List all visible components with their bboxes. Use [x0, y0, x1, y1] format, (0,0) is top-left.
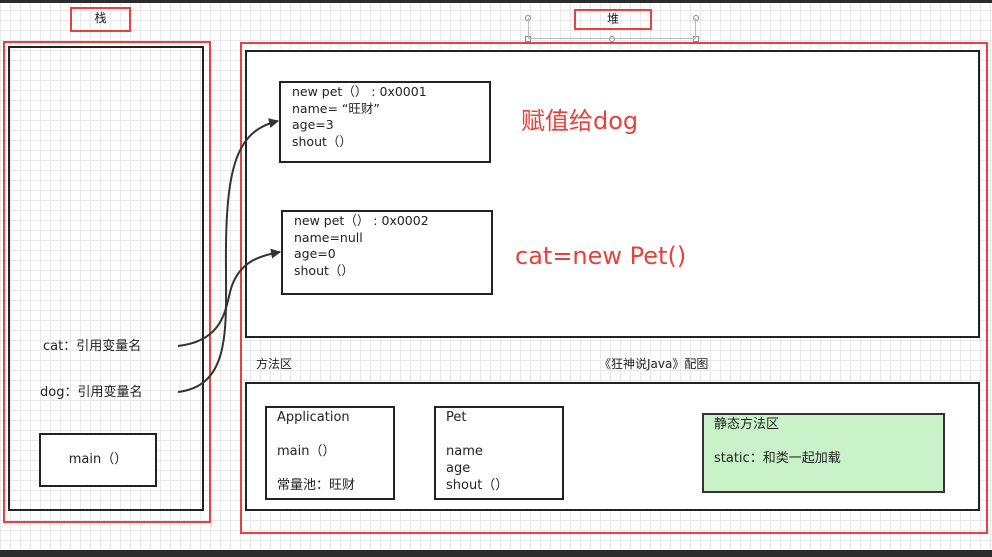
object-method-shout: shout（）	[294, 262, 354, 278]
object-field-age: age=0	[294, 246, 336, 261]
heap-title: 堆	[606, 12, 619, 26]
main-method-label: main（）	[68, 452, 128, 467]
class-field-name: name	[446, 444, 483, 459]
selection-handle	[693, 36, 699, 42]
selection-outline	[528, 18, 696, 39]
annotation-assign-to-dog: 赋值给dog	[521, 107, 639, 135]
selection-handle	[693, 15, 699, 21]
object-method-shout: shout（）	[292, 133, 352, 149]
dog-reference-label: dog：引用变量名	[40, 385, 143, 400]
object-field-name: name=null	[294, 229, 363, 245]
stack-title: 栈	[94, 11, 107, 25]
main-method-frame	[39, 433, 157, 487]
stack-frame	[8, 46, 204, 511]
bottom-edge	[0, 550, 992, 557]
class-name: Application	[277, 410, 350, 425]
pet-object-0x0002: new pet（） : 0x0002 name=null age=0 shout…	[281, 210, 493, 295]
class-application: Application main（） 常量池：旺财	[265, 406, 395, 500]
top-edge	[0, 0, 992, 3]
constant-pool: 常量池：旺财	[277, 478, 356, 493]
stack-region	[3, 41, 211, 523]
class-method-shout: shout（）	[446, 478, 509, 493]
class-method-main: main（）	[277, 444, 336, 459]
class-field-age: age	[446, 461, 471, 476]
diagram-caption: 《狂神说Java》配图	[599, 357, 709, 371]
cat-reference-label: cat：引用变量名	[43, 339, 142, 354]
static-area-title: 静态方法区	[714, 417, 780, 432]
object-field-name: name= “旺财”	[292, 100, 380, 116]
selection-handle	[609, 36, 615, 42]
heap-title-box	[574, 9, 652, 30]
method-area-title: 方法区	[256, 357, 293, 371]
static-method-area: 静态方法区 static：和类一起加载	[702, 413, 945, 493]
object-field-age: age=3	[292, 117, 334, 132]
static-area-desc: static：和类一起加载	[714, 451, 841, 466]
object-header: new pet（） : 0x0001	[292, 84, 427, 99]
pet-object-0x0001: new pet（） : 0x0001 name= “旺财” age=3 shou…	[279, 81, 491, 163]
heap-method-region	[240, 42, 988, 534]
stack-title-box	[70, 7, 131, 32]
object-header: new pet（） : 0x0002	[294, 213, 429, 228]
annotation-cat-new-pet: cat=new Pet()	[515, 242, 687, 270]
class-pet: Pet name age shout（）	[434, 406, 564, 500]
cat-reference-arrow	[177, 248, 281, 347]
class-name: Pet	[446, 410, 467, 425]
dog-reference-arrow	[177, 118, 279, 393]
